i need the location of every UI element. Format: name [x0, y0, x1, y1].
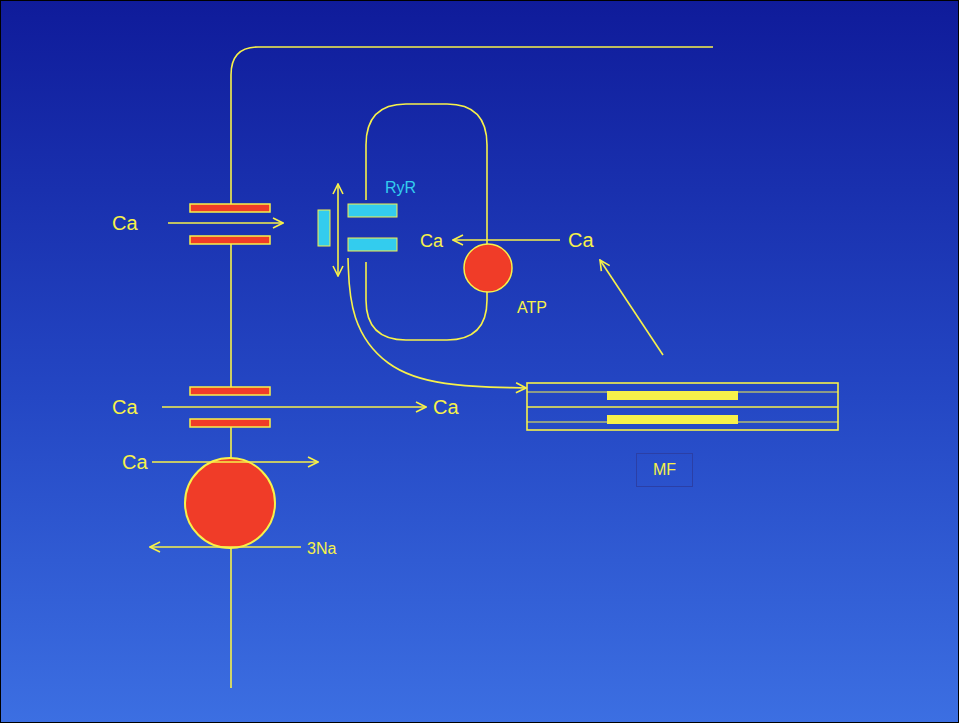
ion-label: Ca: [568, 229, 594, 252]
flux-arrow: [152, 461, 318, 463]
channel-wall: [190, 419, 270, 427]
flux-arrow: [453, 239, 560, 241]
cell-membrane: [230, 244, 232, 387]
channel-wall: [190, 387, 270, 395]
cell-membrane: [230, 427, 232, 460]
node-label: RyR: [385, 179, 416, 197]
node-label: ATP: [517, 299, 547, 317]
ion-label: 3Na: [307, 540, 336, 558]
flux-arrow: [600, 260, 663, 355]
dhpr-symbol: [318, 210, 330, 246]
thick-filament: [607, 391, 738, 400]
channel-wall: [190, 236, 270, 244]
pump-circle: [464, 244, 512, 292]
ryr-symbol: [348, 204, 397, 217]
ion-label: Ca: [433, 396, 459, 419]
ion-label: Ca: [112, 212, 138, 235]
ion-label: Ca: [420, 231, 443, 252]
ion-label: Ca: [112, 396, 138, 419]
sarcoplasmic-reticulum: [366, 104, 487, 340]
ryr-symbol: [348, 238, 397, 251]
channel-wall: [190, 204, 270, 212]
cell-membrane: [231, 47, 713, 204]
pump-outline: [463, 243, 513, 293]
atp-pump: ATP: [463, 243, 513, 293]
myofilament: [527, 406, 838, 408]
ryanodine-receptor: RyR: [345, 176, 421, 256]
coupling-arrow: [337, 184, 339, 276]
flux-arrow: [162, 406, 426, 408]
myofilament-node: MF: [527, 382, 839, 492]
ion-label: Ca: [122, 451, 148, 474]
cell-membrane: [230, 546, 232, 688]
flux-arrow: [150, 546, 301, 548]
flux-arrow: [168, 222, 283, 224]
myofilament: [527, 383, 838, 430]
thick-filament: [607, 415, 738, 424]
exchanger-symbol: [185, 458, 275, 548]
node-label: MF: [636, 453, 693, 487]
